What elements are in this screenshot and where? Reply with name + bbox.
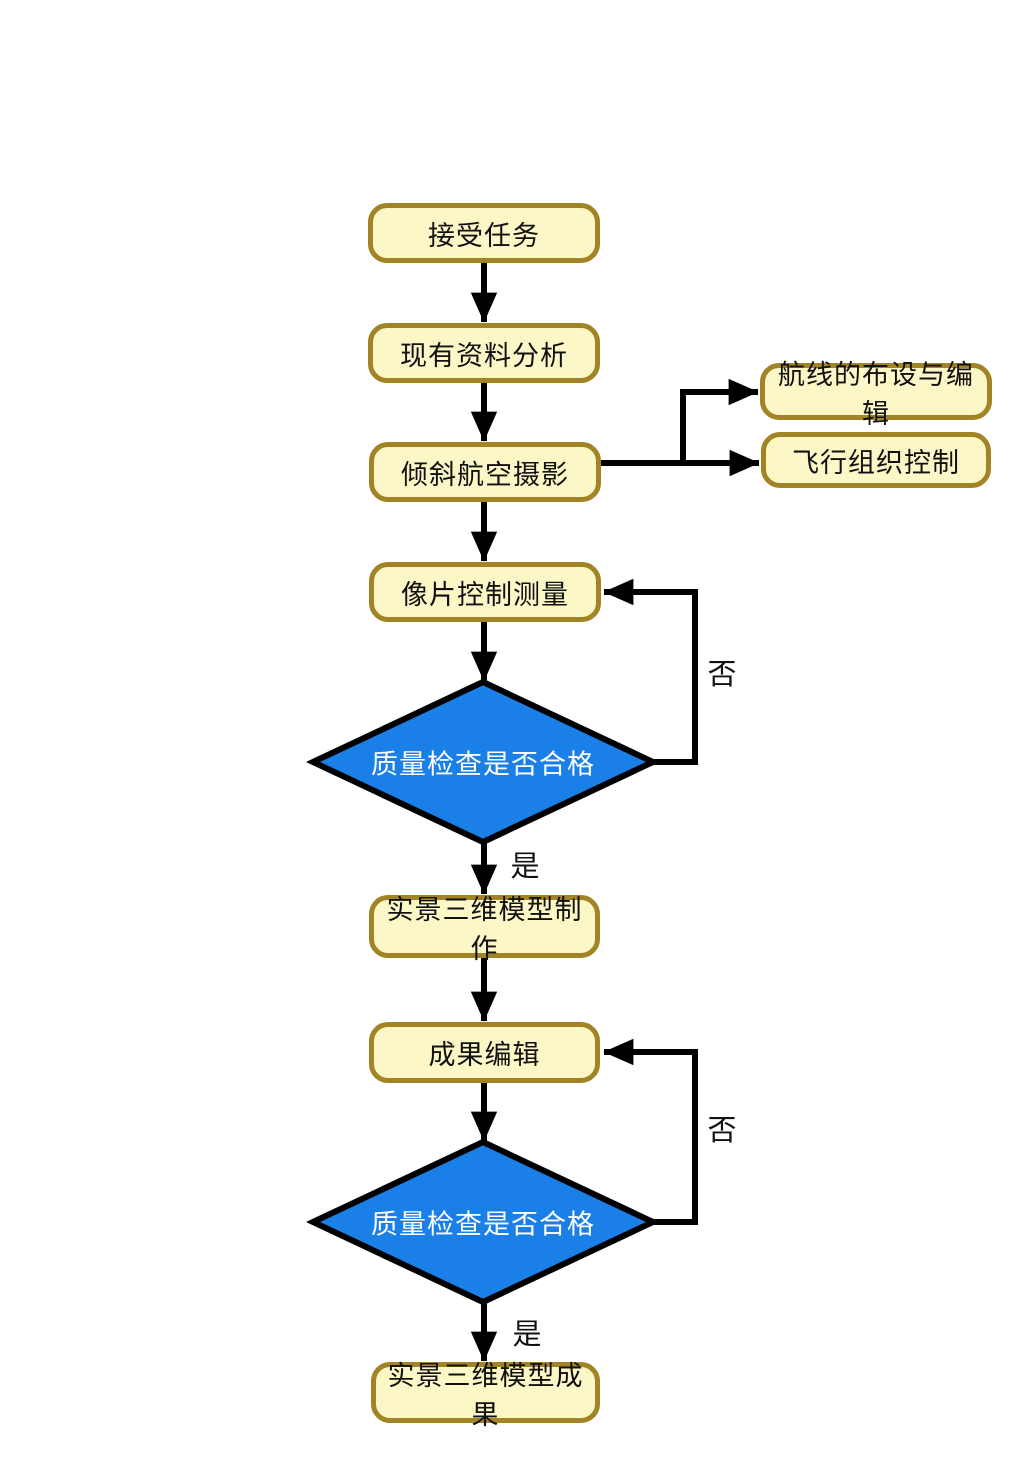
edge-label-no-2: 否 (707, 1115, 737, 1147)
node-data-analysis-label: 现有资料分析 (400, 340, 568, 371)
node-photo-control-survey-label: 像片控制测量 (401, 579, 569, 610)
node-flight-control-label: 飞行组织控制 (792, 447, 960, 478)
node-accept-task-label: 接受任务 (428, 220, 540, 251)
edge-branch-to-route-layout (680, 378, 759, 463)
node-model-production-label: 实景三维模型制作 (386, 894, 583, 964)
node-oblique-photography: 倾斜航空摄影 (369, 442, 601, 502)
decision-quality-check-1-label: 质量检查是否合格 (371, 749, 595, 780)
decision-quality-check-2-label: 质量检查是否合格 (371, 1209, 595, 1240)
node-flight-control: 飞行组织控制 (761, 432, 991, 488)
node-data-analysis: 现有资料分析 (368, 323, 600, 383)
edge-decision2-no-loop (603, 1038, 698, 1225)
decision-diamond-quality-check-2 (305, 1138, 661, 1306)
edge-label-yes-1: 是 (510, 851, 540, 883)
node-model-production: 实景三维模型制作 (369, 895, 600, 964)
node-result-editing-label: 成果编辑 (428, 1040, 541, 1070)
node-model-result: 实景三维模型成果 (371, 1361, 600, 1430)
edge-label-no-1: 否 (707, 659, 737, 691)
node-route-layout: 航线的布设与编辑 (760, 360, 992, 429)
edge-decision1-no-loop (603, 578, 698, 765)
node-route-layout-label: 航线的布设与编辑 (778, 359, 974, 429)
node-oblique-photography-label: 倾斜航空摄影 (401, 459, 569, 490)
node-photo-control-survey: 像片控制测量 (369, 562, 601, 622)
node-model-result-label: 实景三维模型成果 (387, 1360, 584, 1430)
node-accept-task: 接受任务 (368, 203, 600, 263)
decision-diamond-quality-check-1 (305, 678, 661, 846)
edge-label-yes-2: 是 (512, 1319, 542, 1351)
node-result-editing: 成果编辑 (369, 1022, 600, 1083)
